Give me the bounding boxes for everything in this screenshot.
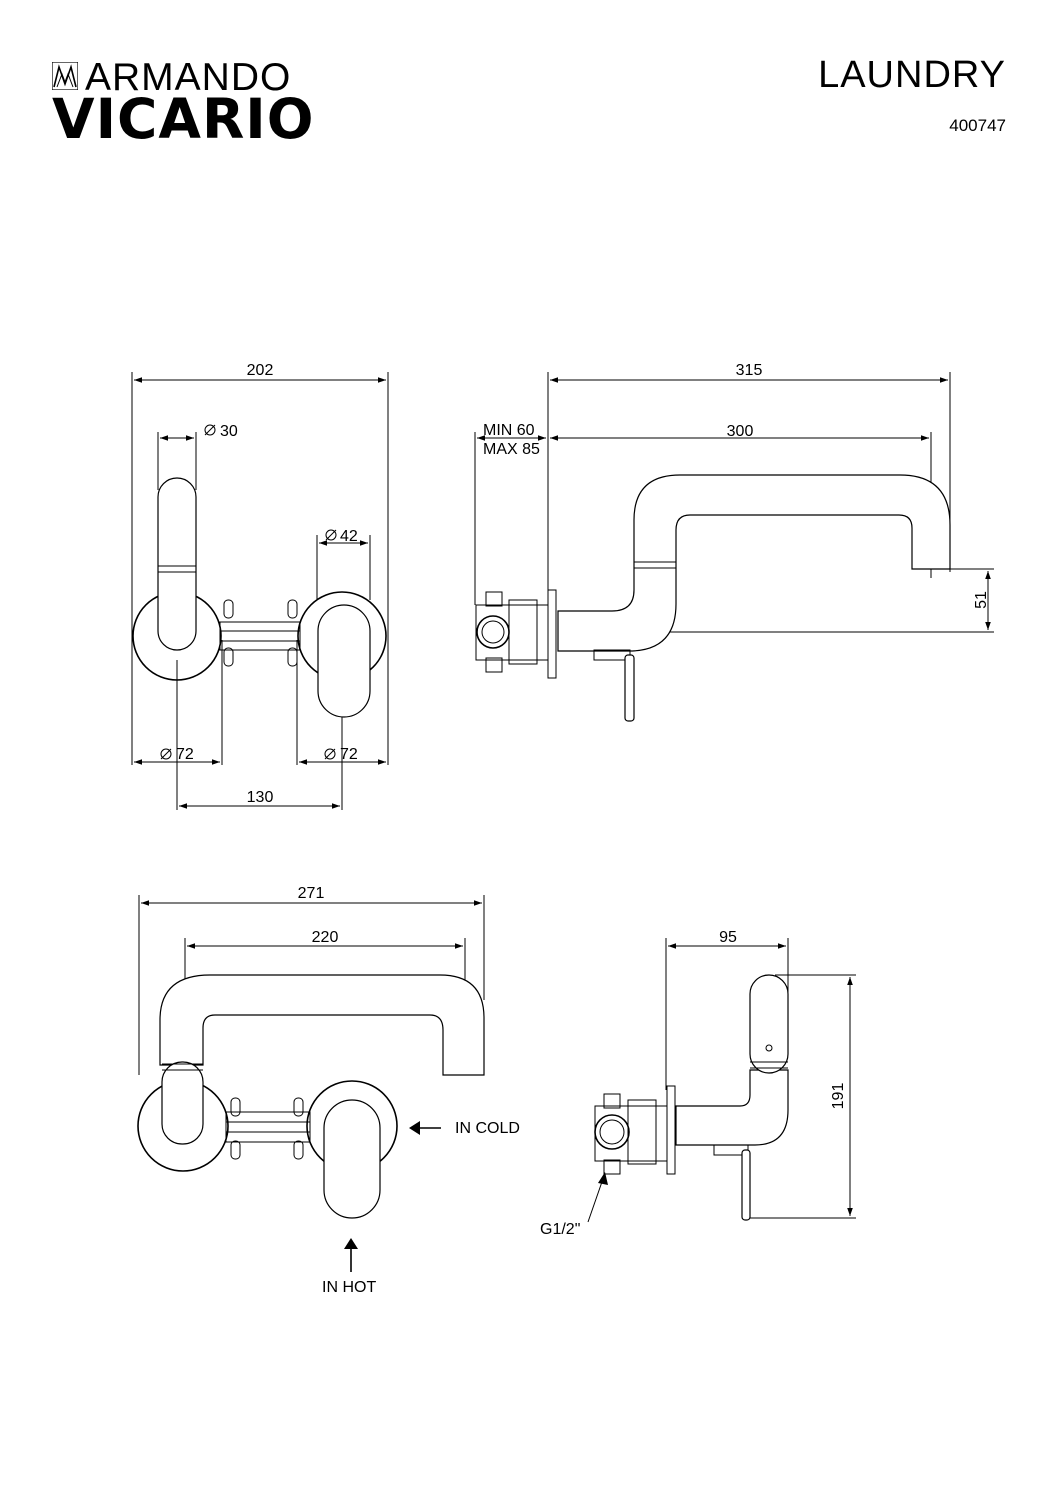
- dim-right-rosette: 72: [340, 746, 358, 763]
- diameter-icon: [324, 748, 336, 760]
- diameter-icon: [204, 424, 216, 436]
- dim-handle-diameter: 42: [340, 528, 358, 545]
- product-title: LAUNDRY: [818, 54, 1006, 96]
- dim-side-projection: 315: [736, 362, 763, 379]
- dim-front2-total: 271: [298, 885, 325, 902]
- diameter-icon: [160, 748, 172, 760]
- product-code: 400747: [949, 116, 1006, 135]
- front-view: [131, 372, 389, 810]
- dim-front-total: 202: [247, 362, 274, 379]
- brand-logo-icon: [52, 62, 78, 90]
- dim-spout-drop: 51: [973, 591, 990, 609]
- dim-wall-min: MIN 60: [483, 422, 535, 439]
- label-in-cold: IN COLD: [455, 1120, 520, 1137]
- side-view-2: [587, 938, 856, 1223]
- dim-front2-spout: 220: [312, 929, 339, 946]
- dim-centers: 130: [247, 789, 274, 806]
- dim-side2-height: 191: [830, 1083, 847, 1110]
- spout-column: [157, 477, 197, 651]
- front-view-2: [137, 895, 485, 1272]
- dim-side2-depth: 95: [719, 929, 737, 946]
- lever-handle-2: [323, 1099, 381, 1219]
- dim-left-rosette: 72: [176, 746, 194, 763]
- diameter-icon: [325, 529, 337, 541]
- brand-name-bottom: VICARIO: [52, 87, 315, 151]
- label-in-hot: IN HOT: [322, 1279, 376, 1296]
- label-thread: G1/2": [540, 1221, 580, 1238]
- lever-handle: [317, 604, 371, 718]
- dim-side-reach: 300: [727, 423, 754, 440]
- side-view: [474, 372, 994, 722]
- brand-name-top: ARMANDO: [85, 56, 292, 99]
- dim-spout-diameter: 30: [220, 423, 238, 440]
- dim-wall-max: MAX 85: [483, 441, 540, 458]
